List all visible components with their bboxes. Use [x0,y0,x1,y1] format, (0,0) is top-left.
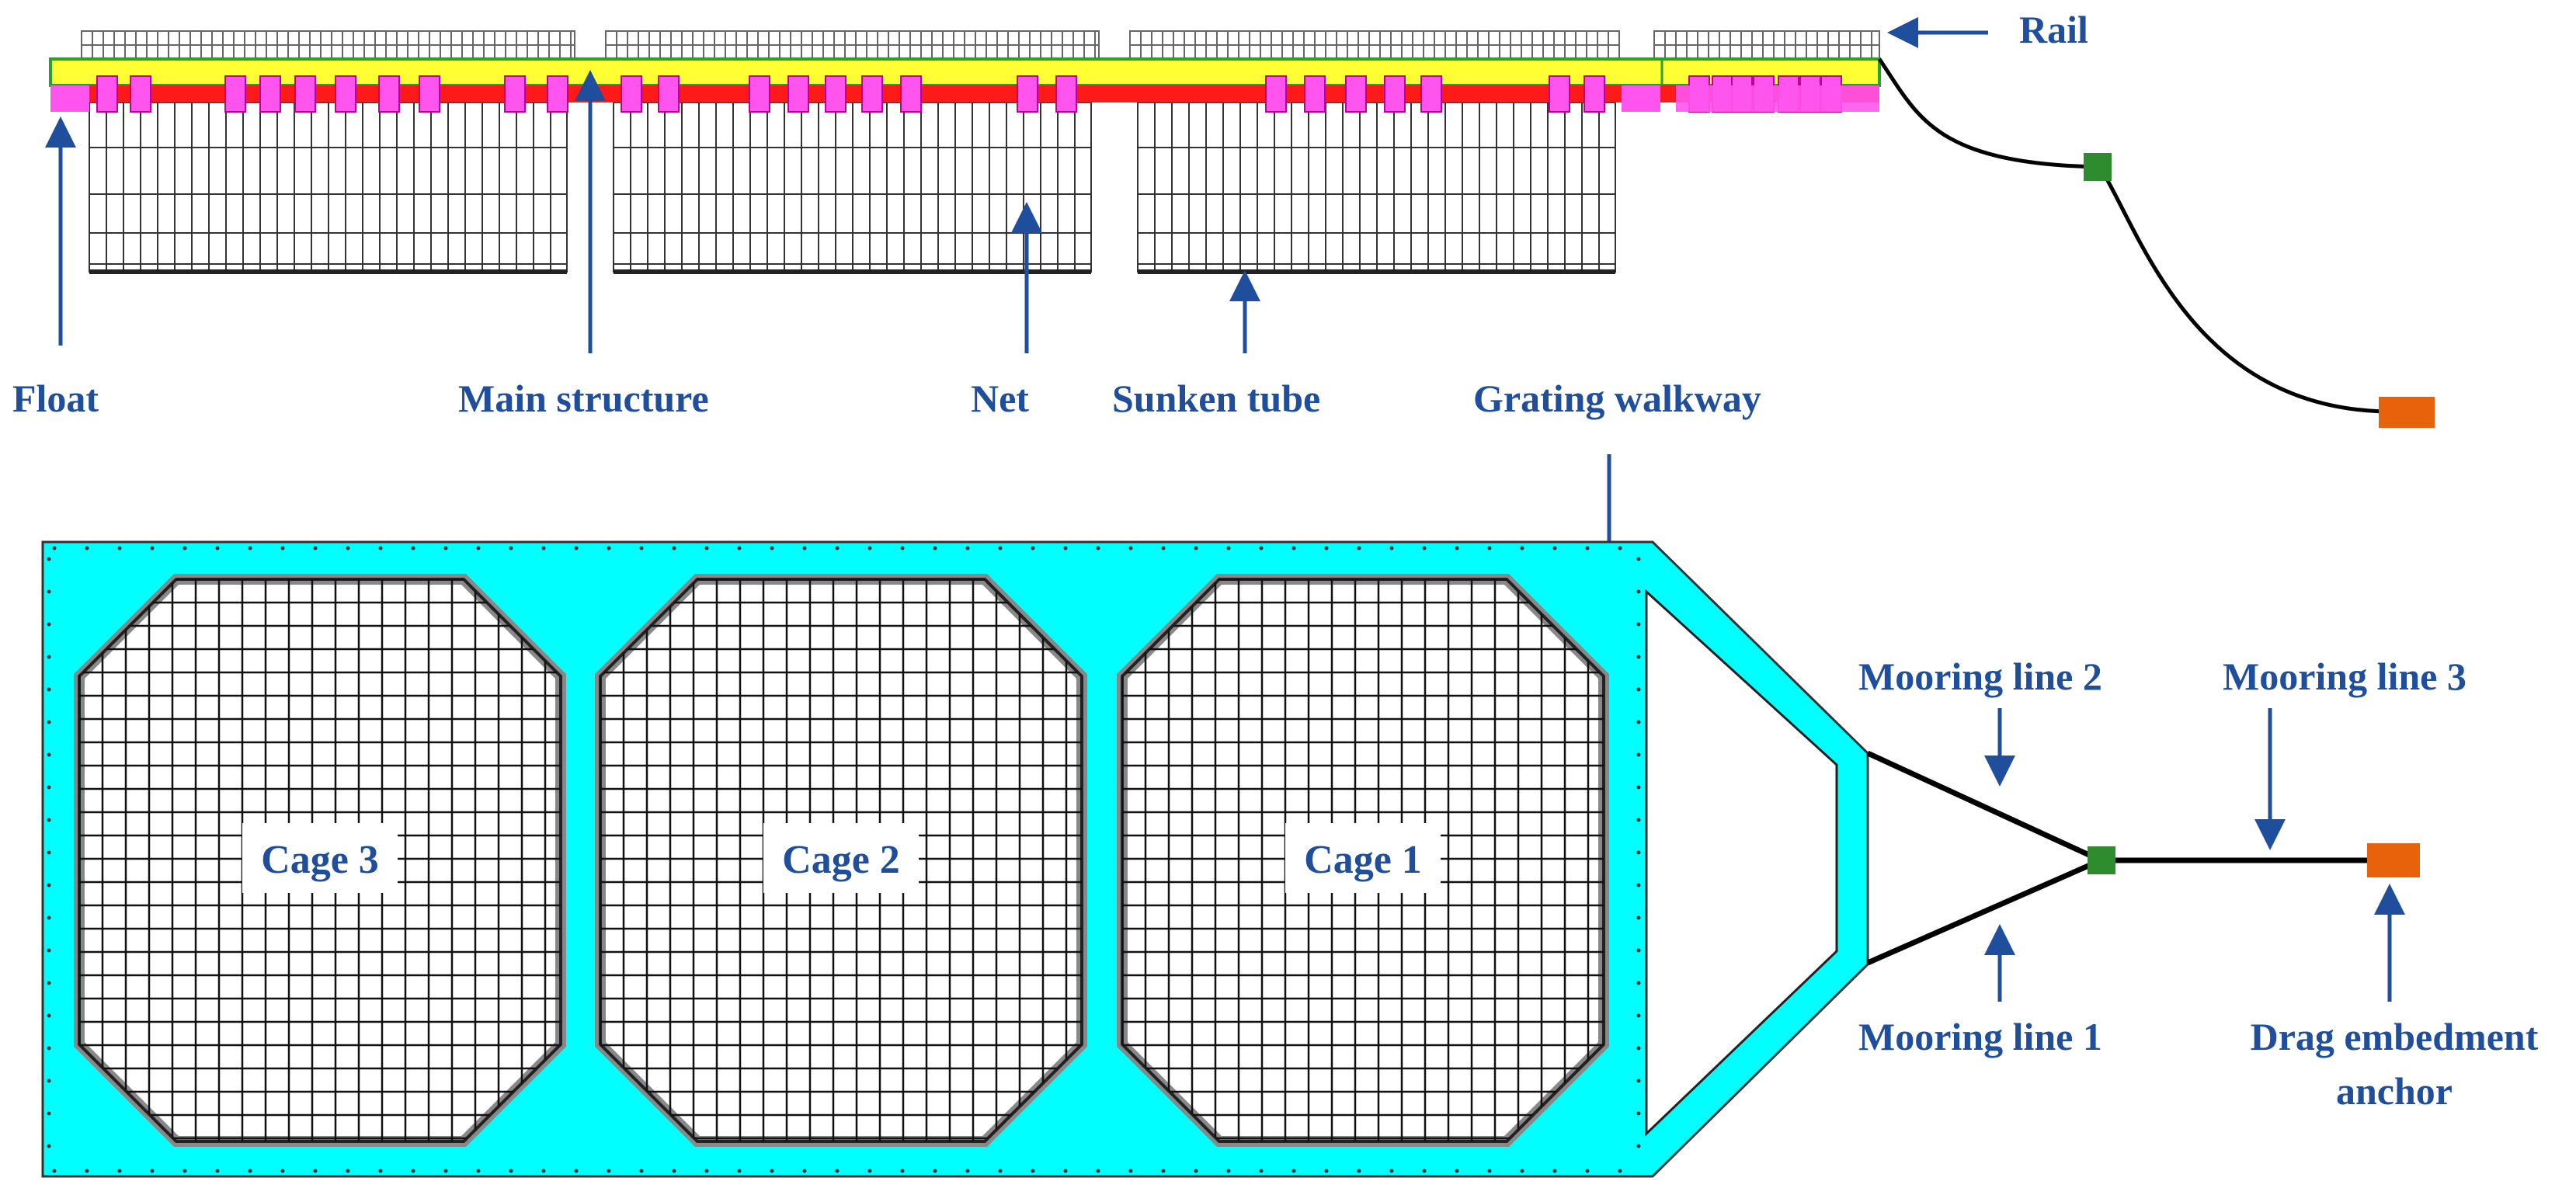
main-structure-label: Main structure [458,377,709,420]
cage: Cage 2 [595,574,1087,1147]
mooring-line-3-label: Mooring line 3 [2223,655,2466,698]
float-blocks [50,75,1879,113]
net-panel [1137,102,1616,273]
cage-label: Cage 2 [782,838,900,882]
mooring-line-1 [1866,857,2102,966]
cage-label: Cage 3 [261,838,379,882]
side-mooring-connector [2084,153,2112,181]
net [89,102,1616,273]
mooring-line-1-label: Mooring line 1 [1858,1015,2102,1058]
mooring-line-2 [1866,750,2102,863]
drag-embedment-anchor [2367,843,2420,877]
float-label: Float [12,377,99,420]
rail-label: Rail [2019,8,2088,51]
anchor-label-line2: anchor [2336,1069,2453,1113]
net-panel [89,102,568,273]
cages: Cage 3 Cage 2 Cage 1 [74,574,1609,1147]
mooring-lines [1866,750,2376,966]
anchor-label-line1: Drag embedment [2251,1015,2539,1058]
railing [81,30,1880,60]
cage-label: Cage 1 [1304,838,1422,882]
plan-view: Cage 3 Cage 2 Cage 1 Mooring line 2 Moorin… [41,540,2539,1178]
cage: Cage 3 [74,574,566,1147]
mooring-line-2-label: Mooring line 2 [1858,655,2102,698]
cage: Cage 1 [1117,574,1609,1147]
walkway-bolts [47,546,1641,1173]
grating-walkway-label: Grating walkway [1473,377,1761,420]
net-label: Net [971,377,1029,420]
mooring-connector [2088,846,2115,874]
side-elevation: Rail Float Main structure Net Sunken tub… [12,8,2435,578]
sunken-tube-label: Sunken tube [1112,377,1320,420]
net-panel [613,102,1092,273]
side-mooring-line-lower [2101,171,2393,414]
walkway-opening [1645,589,1838,1137]
side-anchor [2379,397,2435,428]
side-mooring-line [1877,57,2098,169]
